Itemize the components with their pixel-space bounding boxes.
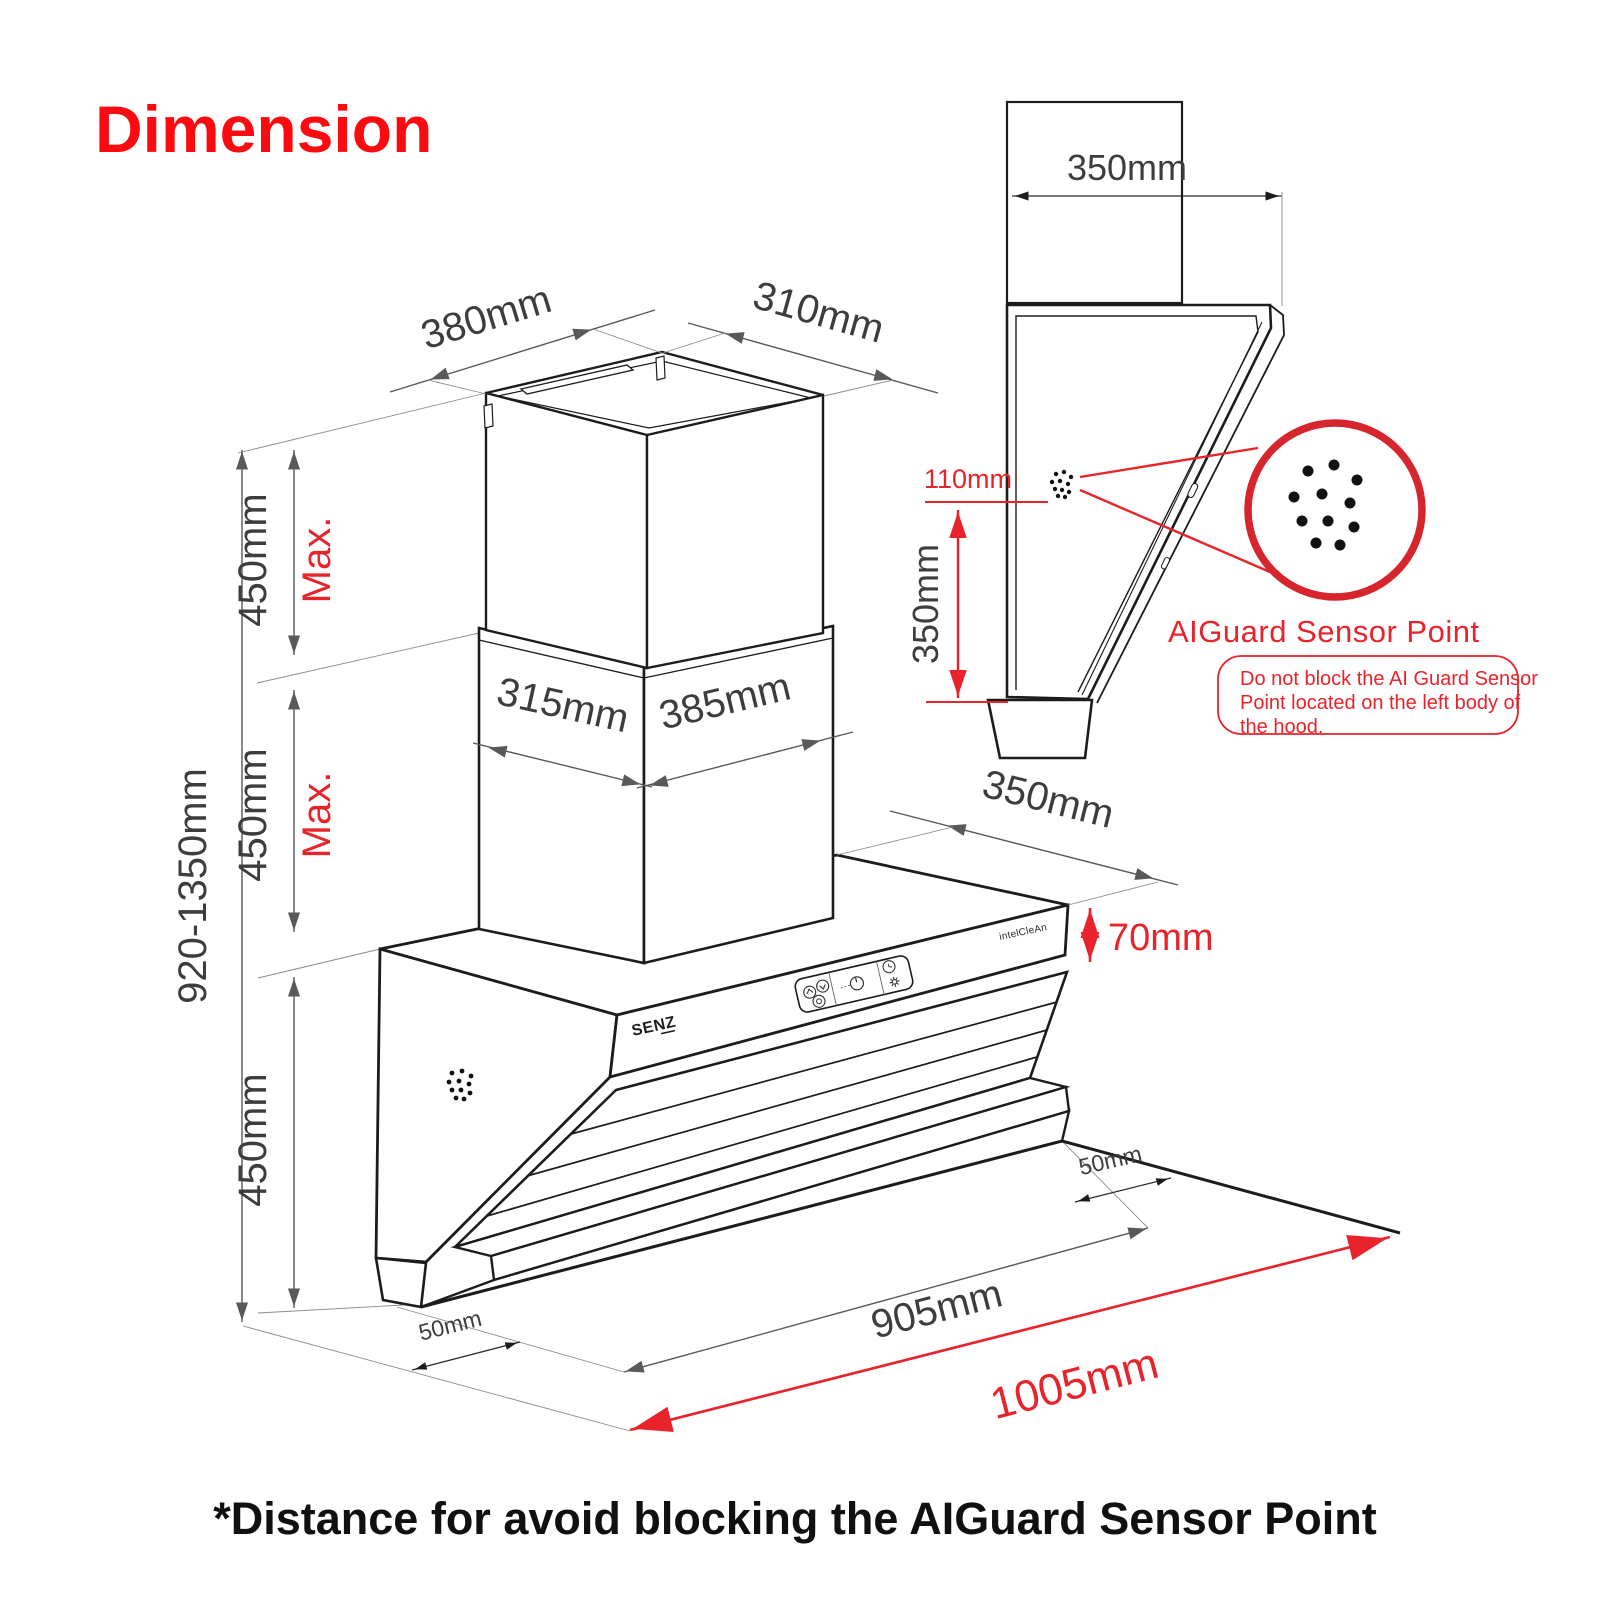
panel-light-icon: [889, 976, 900, 987]
hood-foot: [374, 1256, 428, 1309]
ext-line-top: [237, 392, 487, 454]
sensor-dots-magnified: [1288, 459, 1363, 551]
callout-note-box: Do not block the AI Guard Sensor Point l…: [1217, 655, 1538, 738]
dim-450-upper: 450mm Max.: [231, 450, 339, 655]
panel-timer-icon: [812, 994, 826, 1008]
svg-text:450mm: 450mm: [231, 493, 275, 626]
magnifier-line-top: [1079, 446, 1259, 479]
side-dim-350-vertical: 350mm: [905, 510, 1008, 703]
senz-logo-subline: [660, 1029, 676, 1035]
panel-down-icon: [816, 979, 830, 993]
side-hinge-tab-2: [1160, 557, 1170, 570]
ext-line-foot: [396, 1306, 625, 1373]
ext-line-floor-right: [1061, 1140, 1149, 1229]
sensor-magnifier: [1079, 419, 1426, 601]
ext-line-bottom: [257, 1304, 404, 1314]
svg-text:450mm: 450mm: [231, 1073, 275, 1206]
side-chimney: [1005, 100, 1184, 305]
chimney-upper-left-face: [484, 391, 649, 670]
side-dim-110: 110mm: [924, 464, 1048, 503]
chimney-upper-right-face: [645, 393, 825, 670]
svg-text:110mm: 110mm: [924, 464, 1012, 494]
panel-up-icon: [803, 985, 817, 999]
chimney-upper-back-rim: [485, 350, 824, 397]
panel-divider-2: [876, 961, 885, 995]
svg-text:50mm: 50mm: [416, 1305, 484, 1346]
side-hood-glass-line: [1081, 321, 1263, 696]
isometric-view: SENZ: [171, 273, 1401, 1432]
svg-text:70mm: 70mm: [1108, 917, 1214, 959]
svg-text:Max.: Max.: [295, 772, 339, 859]
panel-clock-icon: [882, 960, 896, 974]
magnifier-line-bottom: [1079, 488, 1271, 574]
dim-310: 310mm: [662, 273, 939, 397]
mounting-clip-left: [483, 403, 494, 429]
sensor-dots-side: [1049, 469, 1074, 500]
ext-line-floor-left: [242, 1325, 631, 1432]
svg-text:350mm: 350mm: [905, 544, 946, 664]
side-hinge-tab-1: [1187, 482, 1199, 499]
side-hood-base: [986, 698, 1094, 760]
note-box-border: [1217, 655, 1519, 735]
mounting-clip-right: [655, 355, 666, 381]
svg-text:450mm: 450mm: [231, 748, 275, 881]
note-line-2: Point located on the left body of: [1240, 692, 1521, 714]
svg-text:905mm: 905mm: [867, 1271, 1007, 1347]
note-line-1: Do not block the AI Guard Sensor: [1240, 668, 1538, 690]
ext-line-section1: [256, 632, 480, 684]
control-panel: [794, 955, 914, 1013]
hood-left-panel: [374, 947, 619, 1264]
page-title: Dimension: [95, 92, 432, 166]
callout-title: AIGuard Sensor Point: [1168, 614, 1480, 649]
svg-text:380mm: 380mm: [416, 277, 556, 358]
ext-line-section2: [257, 948, 381, 979]
magnifier-circle: [1244, 419, 1426, 601]
dim-905: 905mm: [623, 1227, 1149, 1373]
svg-text:350mm: 350mm: [978, 762, 1118, 837]
mounting-bracket-bar: [519, 364, 635, 395]
floor-baseline: [420, 1139, 1401, 1309]
dim-450-body: 450mm: [231, 977, 301, 1308]
svg-text:310mm: 310mm: [748, 273, 888, 351]
chimney-mid-rim-line: [478, 637, 834, 679]
note-line-3: the hood.: [1240, 716, 1323, 738]
side-hood-body: [1005, 303, 1273, 701]
svg-text:Max.: Max.: [295, 517, 339, 604]
side-view: 350mm 110mm 350mm: [905, 100, 1538, 760]
glass-line-2: [526, 1029, 1048, 1177]
dim-total-height: 920-1350mm: [171, 450, 249, 1322]
side-dim-350-top: 350mm: [1012, 147, 1283, 306]
panel-power-icon: [849, 976, 865, 991]
panel-divider-1: [828, 972, 837, 1006]
dim-450-mid: 450mm Max.: [231, 690, 339, 932]
dim-380: 380mm: [389, 277, 663, 395]
side-hood-inner-line: [1015, 315, 1259, 693]
svg-text:1005mm: 1005mm: [985, 1339, 1163, 1429]
side-hood-outer-glass: [1096, 304, 1285, 704]
glass-line-3: [486, 1056, 1038, 1217]
dim-70: 70mm: [1080, 908, 1214, 962]
svg-text:350mm: 350mm: [1067, 147, 1187, 188]
sensor-dots-main: [446, 1068, 474, 1102]
bottom-caption: *Distance for avoid blocking the AIGuard…: [213, 1493, 1377, 1544]
svg-text:920-1350mm: 920-1350mm: [171, 768, 215, 1004]
glass-line-1: [570, 1001, 1058, 1135]
